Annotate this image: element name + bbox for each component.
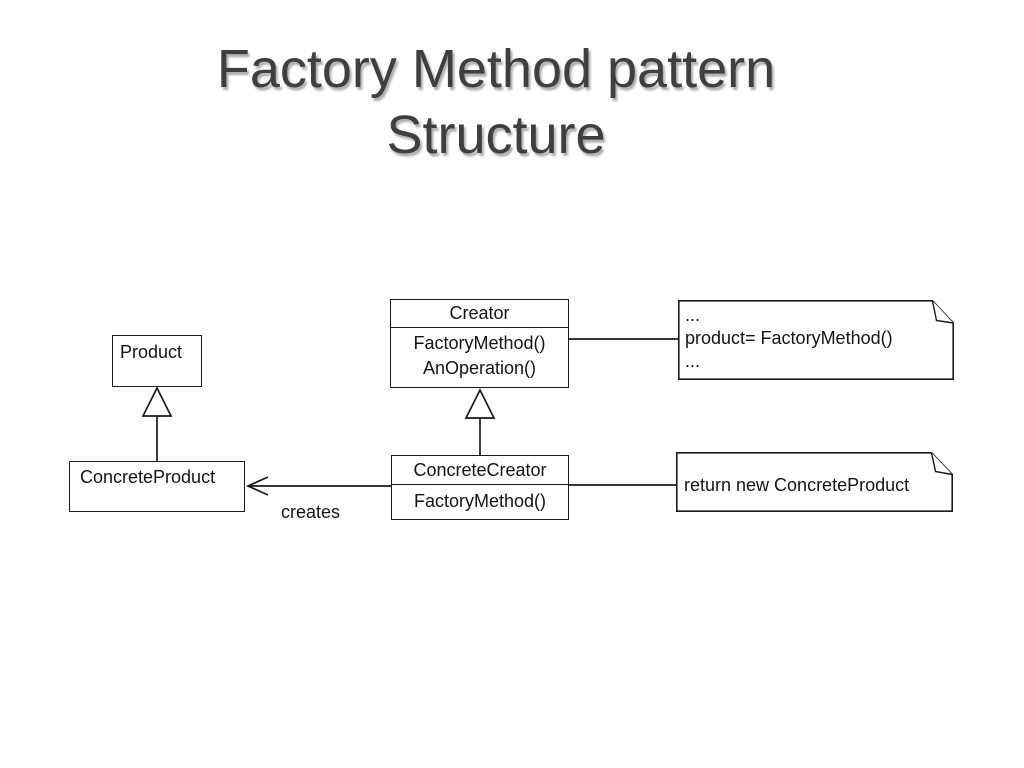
inheritance-triangle-product — [141, 386, 173, 417]
note-line: return new ConcreteProduct — [684, 475, 910, 495]
inheritance-triangle-creator — [464, 388, 496, 419]
note-shape-icon — [676, 452, 953, 512]
class-name-concrete-creator: ConcreteCreator — [413, 459, 547, 480]
class-methods-creator: FactoryMethod() AnOperation() — [391, 328, 568, 381]
method-factorymethod-concrete: FactoryMethod() — [413, 491, 547, 511]
method-factorymethod: FactoryMethod() — [413, 333, 546, 353]
class-methods-concrete-creator: FactoryMethod() — [392, 485, 568, 514]
method-anoperation: AnOperation() — [422, 358, 537, 378]
note-line: ... — [685, 351, 701, 371]
note-shape-icon — [678, 300, 954, 380]
class-box-concrete-product: ConcreteProduct — [69, 461, 245, 512]
uml-note-concrete-creator: return new ConcreteProduct — [676, 452, 953, 512]
slide-title: Factory Method pattern Structure — [0, 36, 992, 168]
class-name-creator: Creator — [449, 303, 510, 323]
note-text-concrete-creator: return new ConcreteProduct — [684, 474, 929, 497]
creates-edge-label: creates — [281, 502, 341, 522]
class-header-concrete-creator: ConcreteCreator — [392, 456, 568, 485]
class-header-creator: Creator — [391, 300, 568, 328]
slide-title-line1: Factory Method pattern — [216, 39, 776, 99]
note-text-creator: ... product= FactoryMethod() ... — [685, 304, 930, 373]
note-outline — [678, 300, 954, 380]
class-name-product: Product — [120, 342, 183, 362]
class-box-concrete-creator: ConcreteCreator FactoryMethod() — [391, 455, 569, 520]
note-outline — [676, 452, 953, 512]
class-box-product: Product — [112, 335, 202, 387]
class-name-concrete-product: ConcreteProduct — [80, 467, 216, 487]
class-box-creator: Creator FactoryMethod() AnOperation() — [390, 299, 569, 388]
note-line: ... — [685, 305, 701, 325]
uml-note-creator: ... product= FactoryMethod() ... — [678, 300, 954, 380]
note-line: product= FactoryMethod() — [685, 328, 893, 348]
slide-title-line2: Structure — [386, 105, 606, 165]
creates-arrowhead-icon — [245, 476, 269, 496]
